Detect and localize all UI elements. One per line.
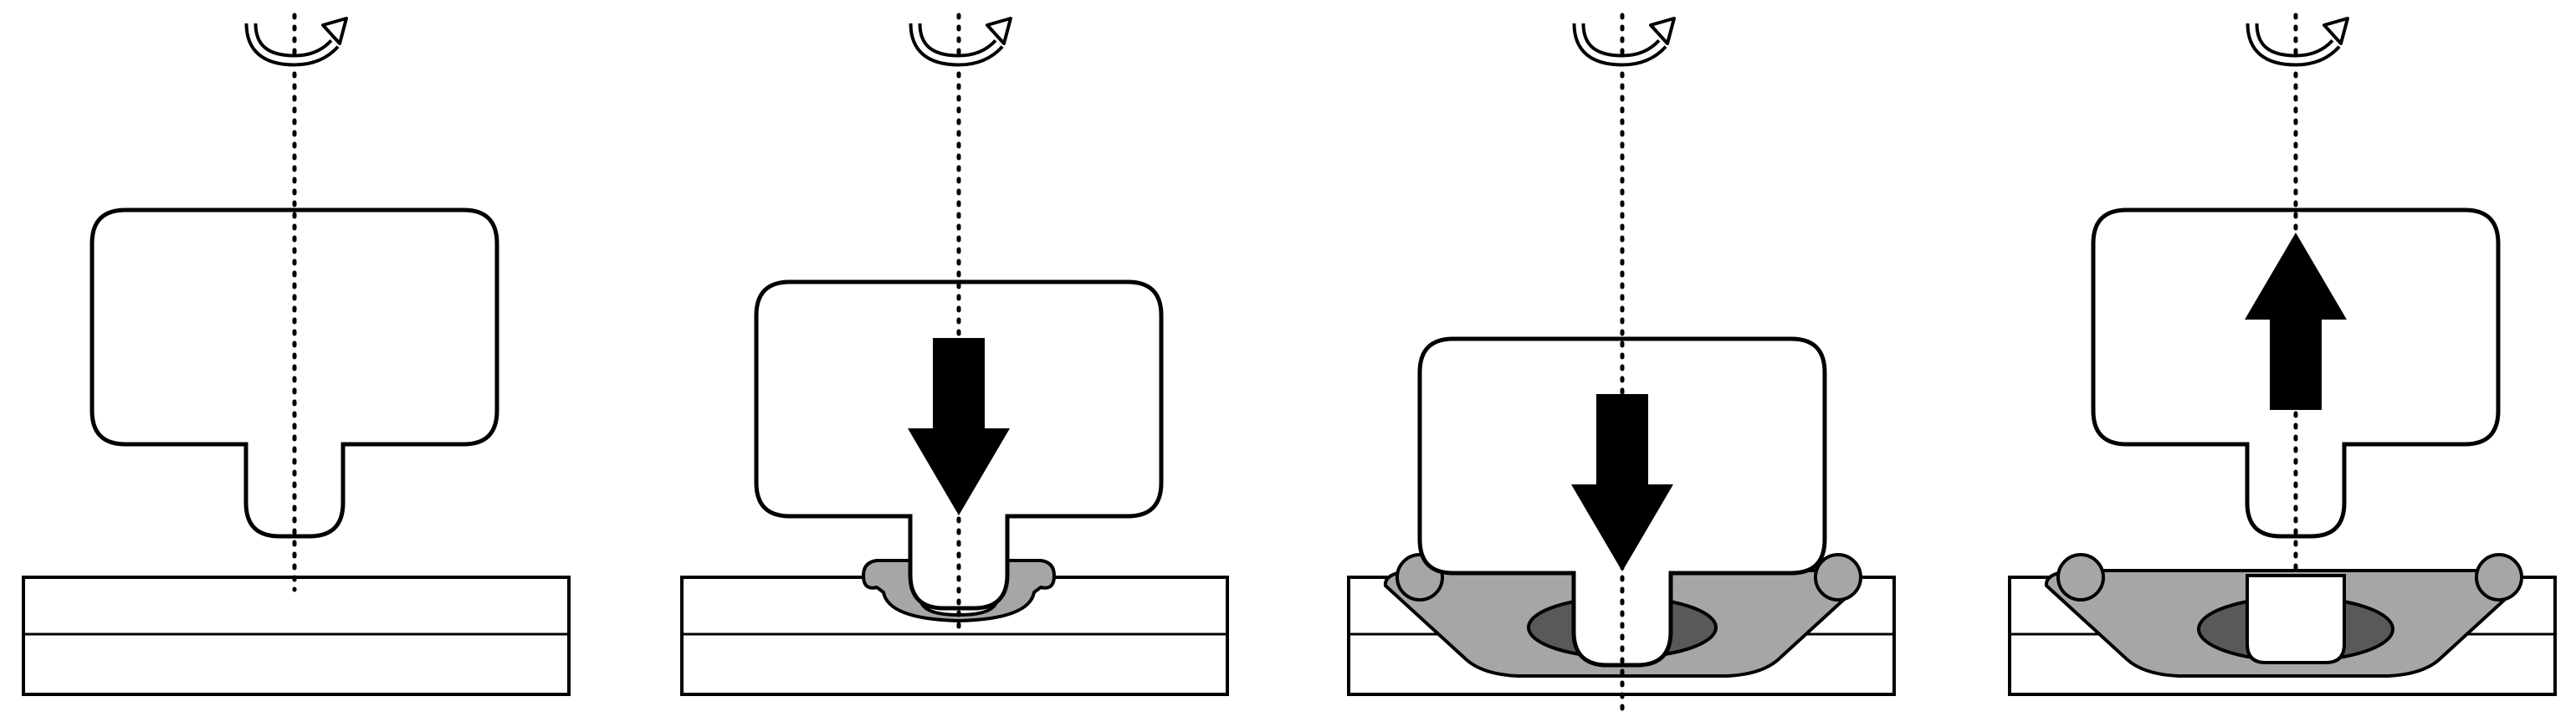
- displaced-material: [2044, 553, 2523, 678]
- stage-4: [2008, 15, 2557, 696]
- rotation-arrow-icon: [2252, 18, 2348, 60]
- keyhole: [2246, 574, 2346, 664]
- rotation-arrow-icon: [251, 18, 346, 60]
- workpiece: [22, 576, 571, 696]
- stage-1: [22, 15, 571, 696]
- stage-3: [1347, 15, 1896, 712]
- rotation-arrow-icon: [1579, 18, 1674, 60]
- stage-2: [680, 15, 1229, 696]
- rotation-arrow-icon: [915, 18, 1011, 60]
- workpiece: [680, 576, 1229, 696]
